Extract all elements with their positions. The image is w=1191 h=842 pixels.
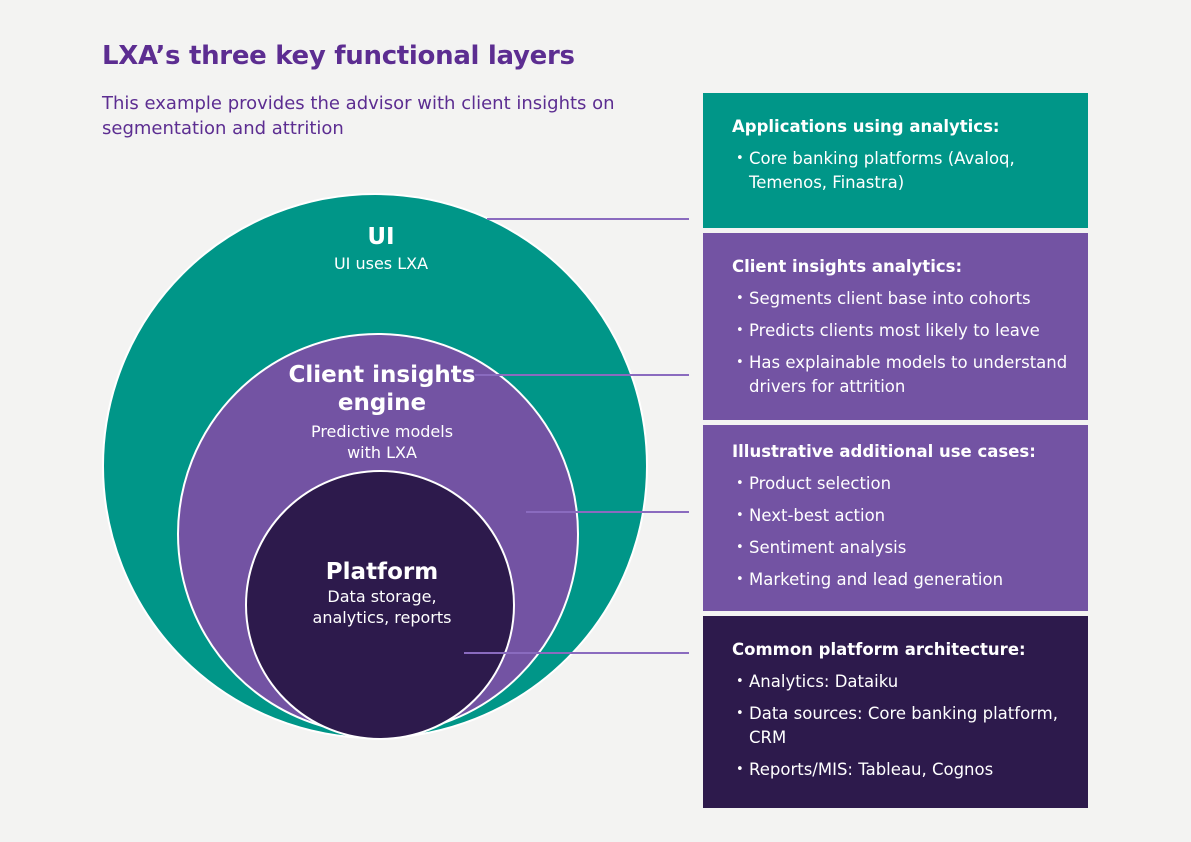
panel-platform-architecture-title: Common platform architecture: xyxy=(732,640,1026,659)
list-item: Segments client base into cohorts xyxy=(732,287,1068,311)
panel-applications: Applications using analytics: Core banki… xyxy=(703,93,1088,228)
ui-circle-label: UI UI uses LXA xyxy=(334,223,428,274)
list-item: Analytics: Dataiku xyxy=(732,670,1068,694)
panel-platform-architecture-list: Analytics: Dataiku Data sources: Core ba… xyxy=(732,670,1068,782)
panel-use-cases: Illustrative additional use cases: Produ… xyxy=(703,425,1088,611)
list-item: Marketing and lead generation xyxy=(732,568,1068,592)
panel-use-cases-title: Illustrative additional use cases: xyxy=(732,442,1036,461)
platform-circle-label: Platform Data storage, analytics, report… xyxy=(313,558,452,628)
panel-use-cases-list: Product selection Next-best action Senti… xyxy=(732,472,1068,592)
platform-sub-line1: Data storage, xyxy=(327,587,437,606)
panel-client-insights-list: Segments client base into cohorts Predic… xyxy=(732,287,1068,399)
engine-sub-line2: with LXA xyxy=(347,443,417,462)
list-item: Data sources: Core banking platform, CRM xyxy=(732,702,1068,750)
engine-title-line2: engine xyxy=(337,390,427,416)
list-item: Product selection xyxy=(732,472,1068,496)
page-subtitle: This example provides the advisor with c… xyxy=(102,93,615,139)
platform-title: Platform xyxy=(325,559,439,585)
panel-applications-list: Core banking platforms (Avaloq, Temenos,… xyxy=(732,147,1068,195)
ui-subtitle: UI uses LXA xyxy=(333,254,429,273)
panel-client-insights-title: Client insights analytics: xyxy=(732,257,963,276)
panel-platform-architecture: Common platform architecture: Analytics:… xyxy=(703,616,1088,808)
platform-circle xyxy=(245,470,515,740)
list-item: Has explainable models to understand dri… xyxy=(732,351,1068,399)
list-item: Reports/MIS: Tableau, Cognos xyxy=(732,758,1068,782)
platform-sub-line2: analytics, reports xyxy=(312,608,452,627)
list-item: Predicts clients most likely to leave xyxy=(732,319,1068,343)
engine-title-line1: Client insights xyxy=(288,362,476,388)
panel-client-insights: Client insights analytics: Segments clie… xyxy=(703,233,1088,420)
engine-sub-line1: Predictive models xyxy=(310,422,454,441)
engine-circle-label: Client insights engine Predictive models… xyxy=(289,361,476,463)
list-item: Next-best action xyxy=(732,504,1068,528)
list-item: Sentiment analysis xyxy=(732,536,1068,560)
panel-applications-title: Applications using analytics: xyxy=(732,117,1000,136)
list-item: Core banking platforms (Avaloq, Temenos,… xyxy=(732,147,1068,195)
ui-title: UI xyxy=(367,224,395,250)
page-title: LXA’s three key functional layers xyxy=(102,41,575,71)
